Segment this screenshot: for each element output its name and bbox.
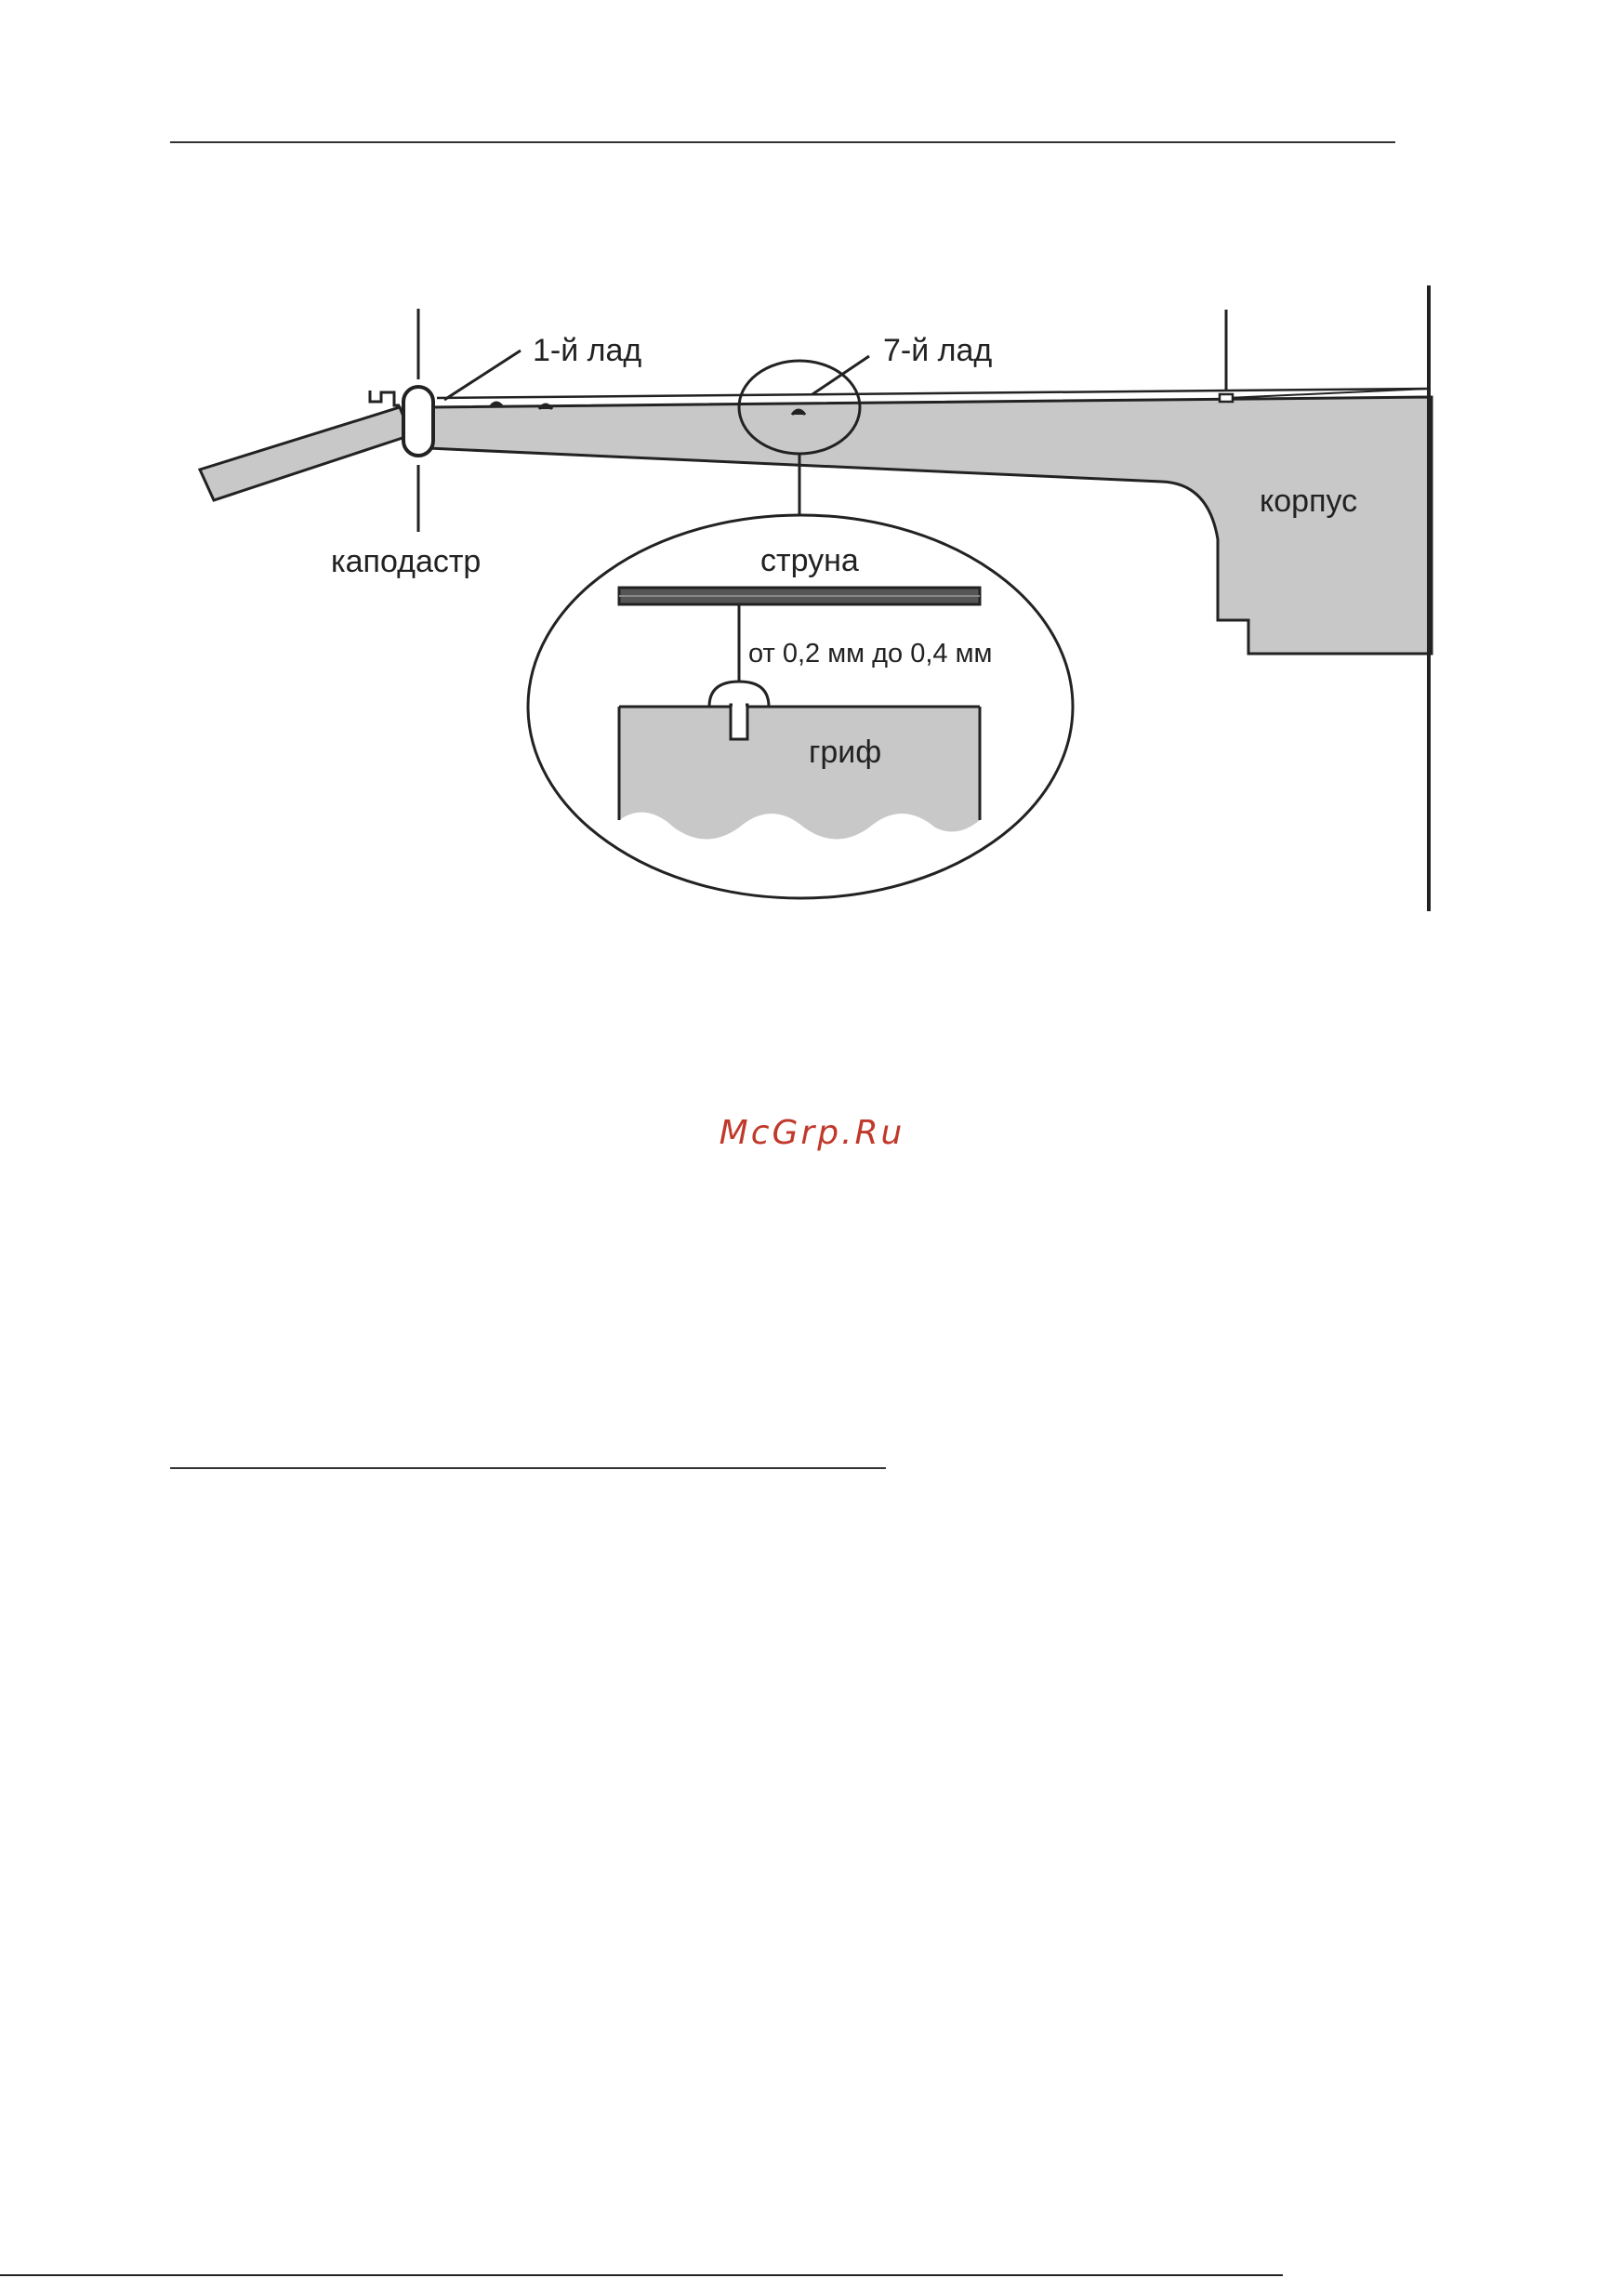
label-fret7: 7-й лад	[883, 333, 992, 368]
label-gap: от 0,2 мм до 0,4 мм	[748, 639, 993, 669]
detail-neck-block	[619, 707, 980, 840]
detail-fret-crown	[709, 682, 769, 707]
label-capo: каподастр	[331, 544, 481, 579]
headstock-bracket	[370, 391, 400, 405]
detail-fret-tang-cover	[733, 703, 746, 709]
footnote-rule	[170, 1467, 886, 1469]
saddle-marker	[1220, 394, 1233, 402]
string-line	[437, 389, 1429, 398]
fret1-leader	[444, 351, 521, 400]
capo	[403, 387, 433, 456]
label-fret1: 1-й лад	[533, 333, 641, 368]
watermark-text: McGrp.Ru	[0, 1114, 1624, 1152]
label-body: корпус	[1260, 483, 1357, 519]
guitar-neck-relief-diagram: 1-й лад 7-й лад каподастр корпус струна …	[0, 0, 1624, 930]
label-neck: гриф	[809, 735, 881, 770]
fret-7	[792, 410, 805, 415]
page-bottom-rule	[0, 2274, 1283, 2276]
fret-2	[539, 404, 552, 409]
label-string: струна	[760, 543, 859, 578]
fret7-leader	[812, 356, 869, 394]
fret-1	[490, 403, 503, 407]
detail-fret-tang	[731, 705, 747, 739]
headstock	[200, 407, 411, 500]
